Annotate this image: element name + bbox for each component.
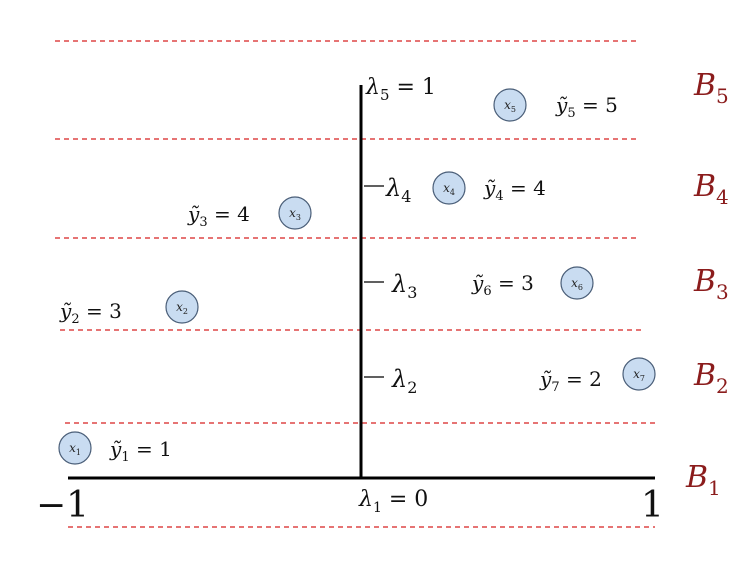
threshold-label-lambda-5: λ5 = 1: [365, 75, 436, 104]
node-x2: x2 ỹ2 = 3: [59, 290, 199, 327]
nodes: x1 ỹ1 = 1 x2 ỹ2 = 3 x3 ỹ3 = 4 x4 ỹ4 = 4 …: [58, 88, 656, 465]
origin-symbol: λ: [358, 487, 373, 512]
threshold-subscript: 3: [407, 283, 417, 302]
node-circle: [493, 88, 527, 122]
threshold-label-lambda-2: λ2: [391, 365, 417, 397]
bucket-label-b3: B3: [693, 264, 729, 304]
threshold-symbol: λ: [391, 270, 407, 298]
node-value-label: ỹ3 = 4: [187, 202, 250, 230]
node-x5: x5 ỹ5 = 5: [493, 88, 618, 122]
origin-subscript: 1: [373, 500, 382, 516]
threshold-label-lambda-4: λ4: [385, 174, 411, 206]
axes: [68, 85, 655, 480]
threshold-subscript: 4: [401, 187, 411, 206]
threshold-symbol: λ: [365, 75, 380, 100]
node-x7: x7 ỹ7 = 2: [539, 357, 656, 395]
bucket-symbol: B: [685, 460, 708, 495]
node-circle: [58, 431, 92, 465]
node-value-label: ỹ7 = 2: [539, 367, 602, 395]
origin-suffix: = 0: [382, 487, 428, 512]
node-id: x6: [571, 276, 583, 292]
node-id: x2: [176, 300, 188, 316]
bucket-subscript: 2: [716, 374, 729, 398]
threshold-labels: λ2 λ3 λ4 λ5 = 1: [365, 75, 436, 397]
node-circle: [622, 357, 656, 391]
node-id: x7: [633, 367, 645, 383]
threshold-symbol: λ: [391, 365, 407, 393]
origin-label: λ1 = 0: [358, 487, 428, 516]
bucket-labels: B1 B2 B3 B4 B5: [685, 68, 729, 500]
bucket-label-b5: B5: [693, 68, 729, 108]
node-x3: x3 ỹ3 = 4: [187, 196, 312, 230]
axis-left-label: −1: [36, 485, 89, 526]
node-value-label: ỹ5 = 5: [555, 93, 618, 121]
bucket-symbol: B: [693, 68, 716, 103]
bucket-symbol: B: [693, 264, 716, 299]
threshold-subscript: 5: [380, 86, 390, 104]
node-circle: [278, 196, 312, 230]
node-id: x4: [443, 181, 455, 197]
node-value-label: ỹ2 = 3: [59, 299, 122, 327]
node-x6: x6 ỹ6 = 3: [471, 266, 594, 300]
threshold-label-lambda-3: λ3: [391, 270, 417, 302]
bucket-label-b4: B4: [693, 169, 729, 209]
node-value-label: ỹ1 = 1: [109, 437, 172, 465]
node-circle: [560, 266, 594, 300]
node-circle: [432, 171, 466, 205]
node-id: x3: [289, 206, 301, 222]
node-id: x5: [504, 98, 516, 114]
bucket-subscript: 3: [716, 280, 729, 304]
node-id: x1: [69, 441, 81, 457]
threshold-suffix: = 1: [390, 75, 436, 100]
node-circle: [165, 290, 199, 324]
node-x1: x1 ỹ1 = 1: [58, 431, 172, 465]
bucket-subscript: 5: [716, 84, 729, 108]
bucket-subscript: 1: [708, 476, 721, 500]
threshold-subscript: 2: [407, 378, 417, 397]
axis-right-label: 1: [641, 485, 664, 526]
node-x4: x4 ỹ4 = 4: [432, 171, 546, 205]
bucket-symbol: B: [693, 169, 716, 204]
bucket-symbol: B: [693, 358, 716, 393]
node-value-label: ỹ4 = 4: [483, 176, 546, 204]
threshold-symbol: λ: [385, 174, 401, 202]
node-value-label: ỹ6 = 3: [471, 271, 534, 299]
divider-lines: [55, 40, 655, 528]
bucket-label-b2: B2: [693, 358, 729, 398]
bucket-label-b1: B1: [685, 460, 721, 500]
bucket-subscript: 4: [716, 185, 729, 209]
